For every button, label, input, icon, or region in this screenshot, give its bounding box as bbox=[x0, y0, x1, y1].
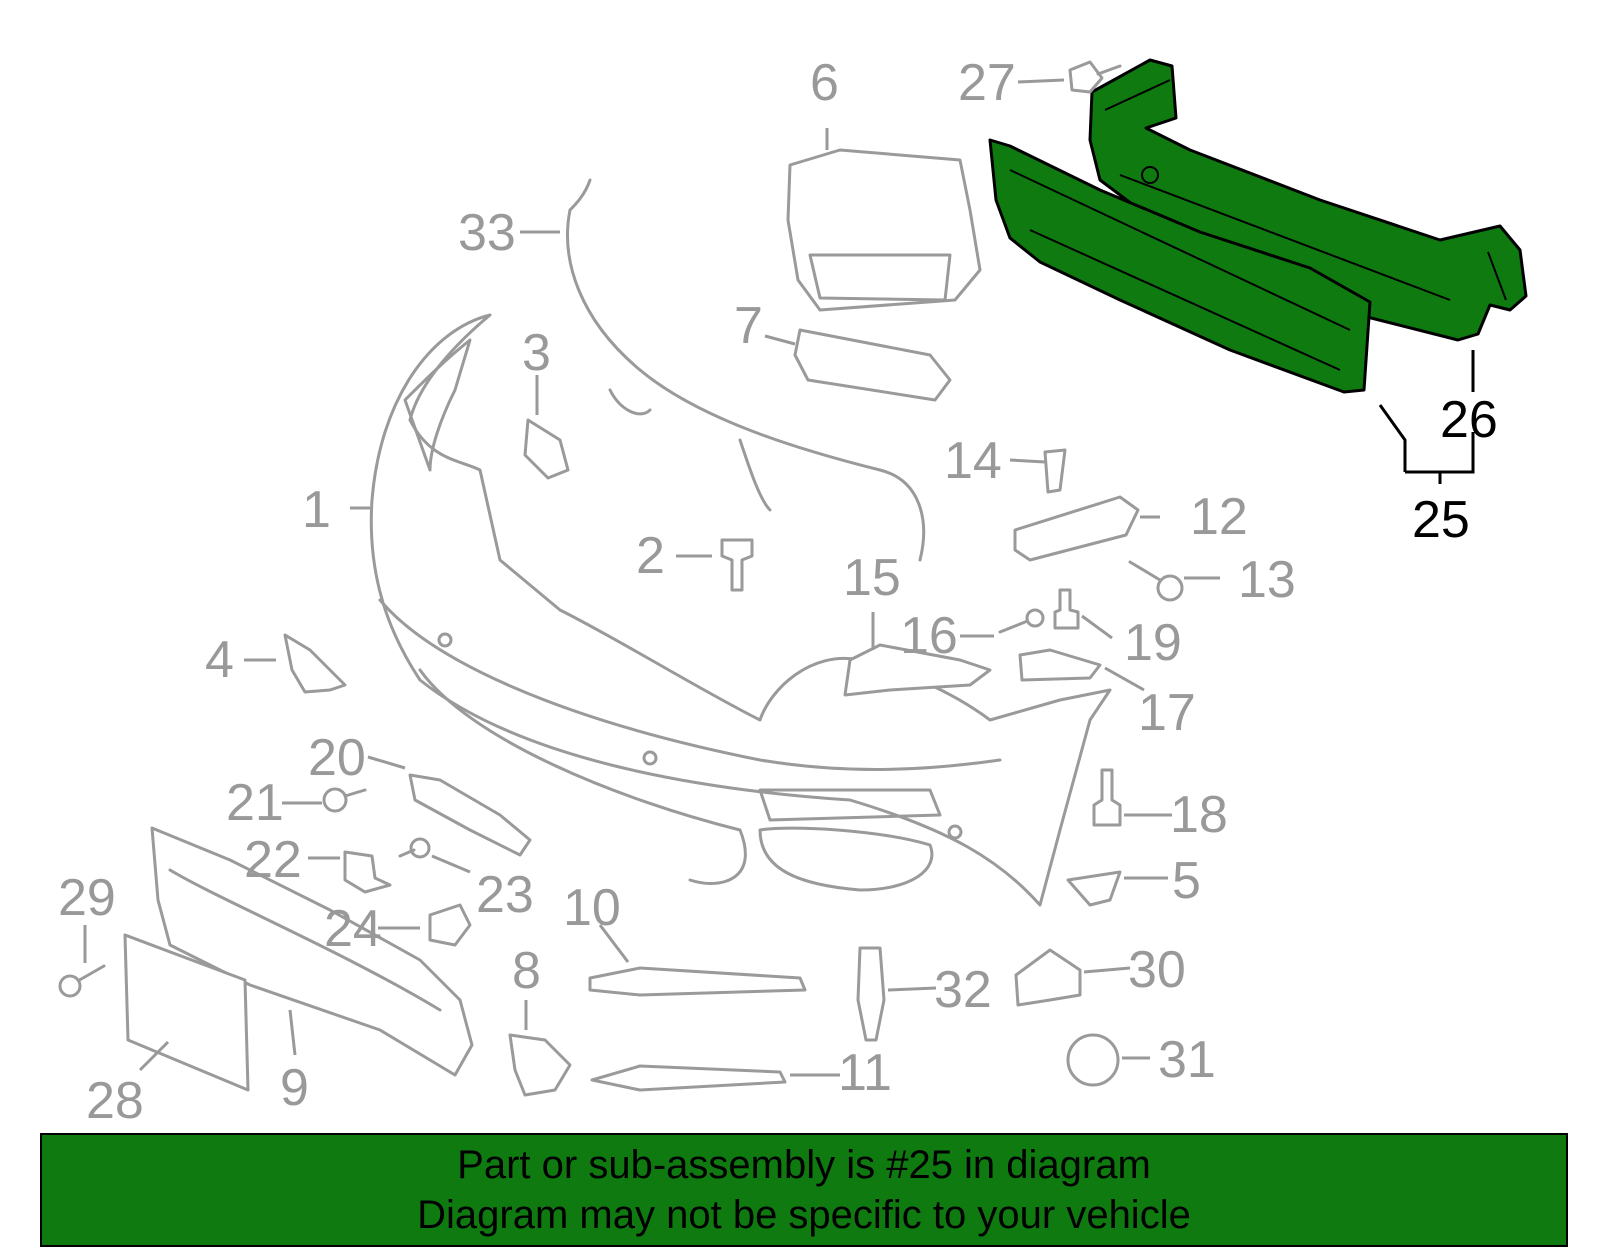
bracket-part-4 bbox=[283, 633, 347, 694]
screw-part-16 bbox=[998, 608, 1045, 634]
bracket-part-20 bbox=[408, 773, 532, 857]
bracket-part-3 bbox=[523, 418, 570, 480]
screw-part-13 bbox=[1128, 560, 1184, 602]
grille-part-9 bbox=[150, 826, 474, 1077]
callout-30: 30 bbox=[1128, 941, 1186, 999]
bolt-part-19 bbox=[1053, 588, 1080, 630]
license-plate-bracket-part-28 bbox=[123, 933, 250, 1092]
clip-part-14 bbox=[1043, 448, 1067, 494]
energy-absorber-part-25[interactable] bbox=[988, 138, 1372, 394]
screw-part-2 bbox=[720, 538, 754, 592]
bracket-part-15 bbox=[843, 643, 992, 697]
callout-13: 13 bbox=[1238, 551, 1296, 609]
trim-part-7 bbox=[793, 328, 952, 402]
callout-10: 10 bbox=[563, 879, 621, 937]
bracket-part-24 bbox=[428, 903, 472, 947]
info-banner: Part or sub-assembly is #25 in diagram D… bbox=[40, 1133, 1568, 1247]
trim-part-11 bbox=[590, 1064, 787, 1092]
callout-26: 26 bbox=[1440, 391, 1498, 449]
screw-part-29 bbox=[58, 964, 106, 998]
callout-8: 8 bbox=[512, 942, 541, 1000]
fog-light-part-6 bbox=[786, 148, 982, 312]
bracket-part-5 bbox=[1066, 870, 1122, 907]
callout-32: 32 bbox=[934, 961, 992, 1019]
callout-3: 3 bbox=[522, 324, 551, 382]
callout-23: 23 bbox=[476, 866, 534, 924]
callout-12: 12 bbox=[1190, 488, 1248, 546]
clip-part-22 bbox=[343, 850, 392, 894]
callout-31: 31 bbox=[1158, 1031, 1216, 1089]
callout-19: 19 bbox=[1124, 614, 1182, 672]
callout-17: 17 bbox=[1138, 684, 1196, 742]
wiring-harness-part-33 bbox=[566, 178, 926, 562]
callout-5: 5 bbox=[1172, 852, 1201, 910]
callout-7: 7 bbox=[734, 297, 763, 355]
callout-22: 22 bbox=[244, 831, 302, 889]
callout-15: 15 bbox=[843, 549, 901, 607]
screw-part-23 bbox=[398, 837, 431, 859]
callout-33: 33 bbox=[458, 204, 516, 262]
callout-4: 4 bbox=[205, 631, 234, 689]
callout-11: 11 bbox=[838, 1044, 892, 1102]
callout-16: 16 bbox=[900, 607, 958, 665]
bumper-cover-part-1 bbox=[369, 313, 1112, 907]
screw-part-21 bbox=[322, 787, 367, 813]
callout-21: 21 bbox=[226, 774, 284, 832]
callout-2: 2 bbox=[636, 527, 665, 585]
banner-line-2: Diagram may not be specific to your vehi… bbox=[417, 1193, 1191, 1237]
callout-20: 20 bbox=[308, 729, 366, 787]
callout-1: 1 bbox=[302, 481, 331, 539]
banner-line-1: Part or sub-assembly is #25 in diagram bbox=[457, 1143, 1151, 1187]
callout-25: 25 bbox=[1412, 491, 1470, 549]
bracket-part-17 bbox=[1018, 648, 1102, 682]
callout-9: 9 bbox=[280, 1059, 309, 1117]
reinforcement-bar-part-26[interactable] bbox=[1088, 58, 1528, 342]
leader-lines bbox=[83, 78, 1475, 1077]
bolt-part-27 bbox=[1068, 60, 1122, 94]
callout-6: 6 bbox=[810, 54, 839, 112]
sensor-part-32 bbox=[856, 946, 886, 1042]
bracket-part-8 bbox=[508, 1033, 572, 1097]
callout-14: 14 bbox=[944, 432, 1002, 490]
callout-29: 29 bbox=[58, 869, 116, 927]
callout-labels: 1 2 3 4 5 6 7 8 9 10 11 12 13 14 15 16 1… bbox=[58, 54, 1498, 1130]
sensor-part-30 bbox=[1014, 948, 1082, 1007]
callout-28: 28 bbox=[86, 1072, 144, 1130]
callout-18: 18 bbox=[1170, 786, 1228, 844]
trim-part-10 bbox=[588, 966, 807, 997]
sensor-ring-part-31 bbox=[1066, 1033, 1120, 1087]
bracket-part-12 bbox=[1013, 495, 1140, 562]
callout-27: 27 bbox=[958, 54, 1016, 112]
callout-24: 24 bbox=[324, 900, 382, 958]
screw-part-18 bbox=[1092, 768, 1122, 827]
